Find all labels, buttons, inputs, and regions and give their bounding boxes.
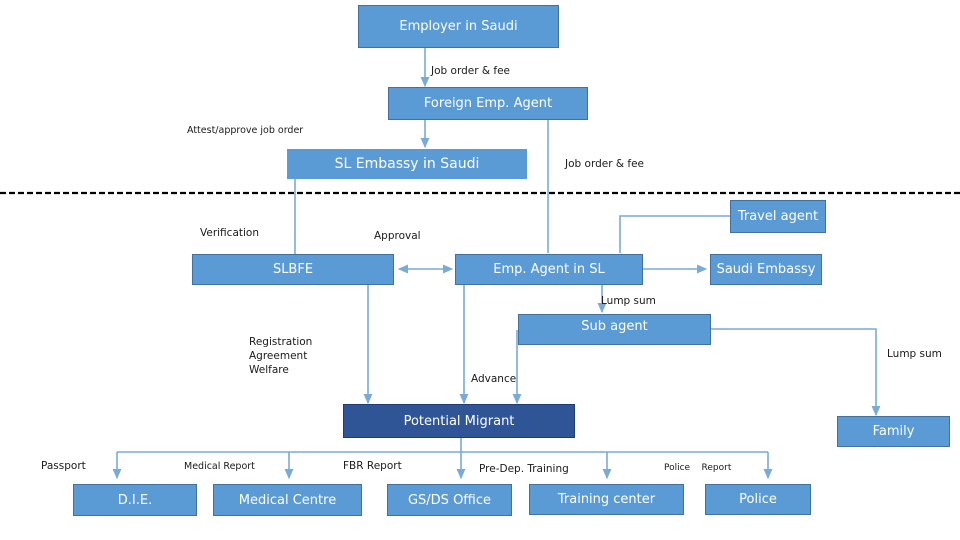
label-advance: Advance [471,373,517,385]
node-medical-centre: Medical Centre [213,484,362,516]
label-approval: Approval [374,230,421,242]
label-registration-agreement-welfare: Registration Agreement Welfare [249,336,313,376]
label-lump-sum-agent: Lump sum [601,295,656,307]
node-employer-in-saudi: Employer in Saudi [358,5,559,48]
node-foreign-emp-agent: Foreign Emp. Agent [388,87,588,120]
node-training-center: Training center [529,484,684,515]
node-sl-embassy-in-saudi: SL Embassy in Saudi [287,149,527,179]
node-emp-agent-in-sl: Emp. Agent in SL [455,254,643,285]
node-travel-agent: Travel agent [730,200,826,233]
label-fbr-report: FBR Report [343,460,402,472]
node-slbfe: SLBFE [192,254,394,285]
connector-travel-agent [619,215,730,253]
node-die: D.I.E. [73,484,197,516]
node-potential-migrant: Potential Migrant [343,404,575,438]
label-job-order-fee-right: Job order & fee [565,158,645,170]
label-attest-approve: Attest/approve job order [187,125,304,136]
node-sub-agent: Sub agent [518,314,711,345]
node-saudi-embassy: Saudi Embassy [710,254,822,285]
connector-sub-agent-to-family [711,328,881,417]
label-passport: Passport [41,460,86,472]
label-job-order-fee-top: Job order & fee [431,65,511,77]
node-family: Family [837,416,950,447]
node-gs-ds-office: GS/DS Office [387,484,512,516]
label-lump-sum-family: Lump sum [887,348,942,360]
label-verification: Verification [200,227,259,239]
node-police: Police [705,484,811,515]
label-police-report: Police Report [664,463,732,473]
label-pre-dep-training: Pre-Dep. Training [479,463,569,475]
label-medical-report: Medical Report [184,461,255,472]
